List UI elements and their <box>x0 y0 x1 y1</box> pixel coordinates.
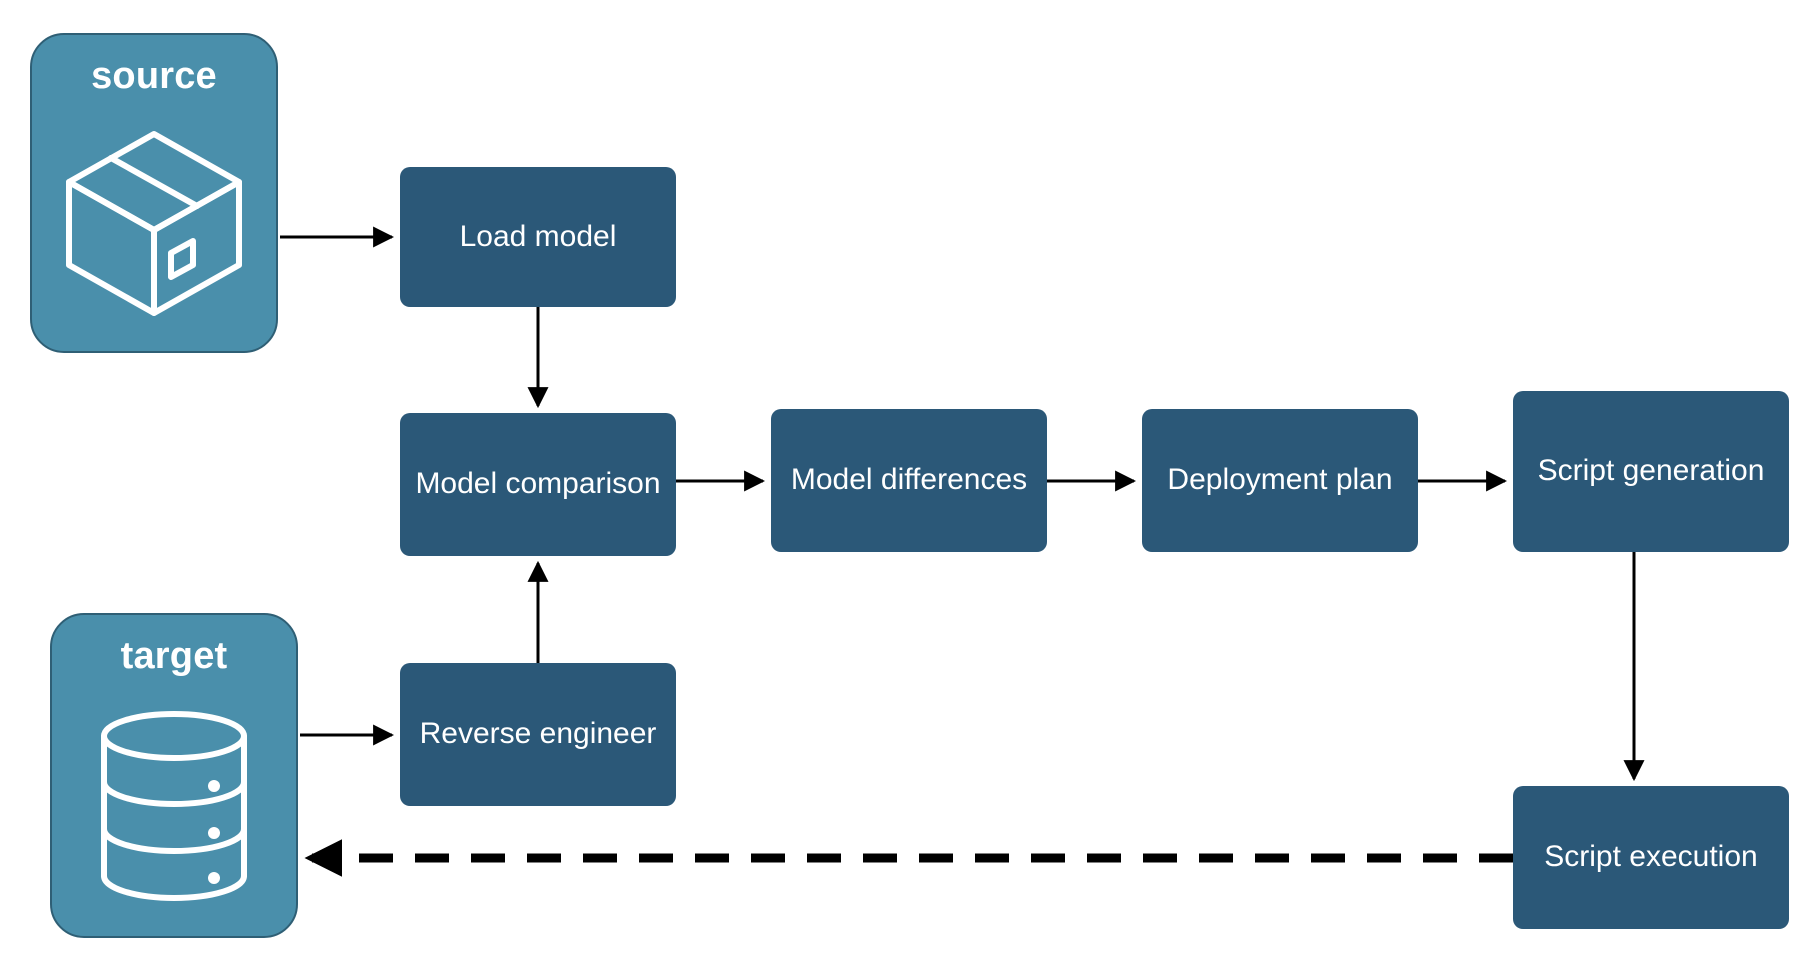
node-deployment-plan[interactable]: Deployment plan <box>1142 409 1418 552</box>
node-model-differences-label: Model differences <box>790 463 1028 497</box>
node-load-model-label: Load model <box>459 219 617 253</box>
database-cylinder-icon <box>101 710 247 901</box>
target-icon-wrap <box>52 675 296 936</box>
node-script-execution-label: Script execution <box>1544 840 1758 874</box>
package-box-icon <box>66 130 242 316</box>
node-model-comparison-label: Model comparison <box>415 467 661 501</box>
node-script-generation-label: Script generation <box>1537 454 1765 488</box>
target-label: target <box>120 635 228 677</box>
node-load-model[interactable]: Load model <box>400 167 676 307</box>
source-endpoint-card[interactable]: source <box>30 33 278 353</box>
node-model-comparison[interactable]: Model comparison <box>400 413 676 556</box>
node-model-differences[interactable]: Model differences <box>771 409 1047 552</box>
node-reverse-engineer-label: Reverse engineer <box>419 717 657 751</box>
source-icon-wrap <box>32 95 276 351</box>
node-reverse-engineer[interactable]: Reverse engineer <box>400 663 676 806</box>
target-endpoint-card[interactable]: target <box>50 613 298 938</box>
node-script-execution[interactable]: Script execution <box>1513 786 1789 929</box>
source-label: source <box>91 55 217 97</box>
node-deployment-plan-label: Deployment plan <box>1167 463 1393 497</box>
node-script-generation[interactable]: Script generation <box>1513 391 1789 552</box>
